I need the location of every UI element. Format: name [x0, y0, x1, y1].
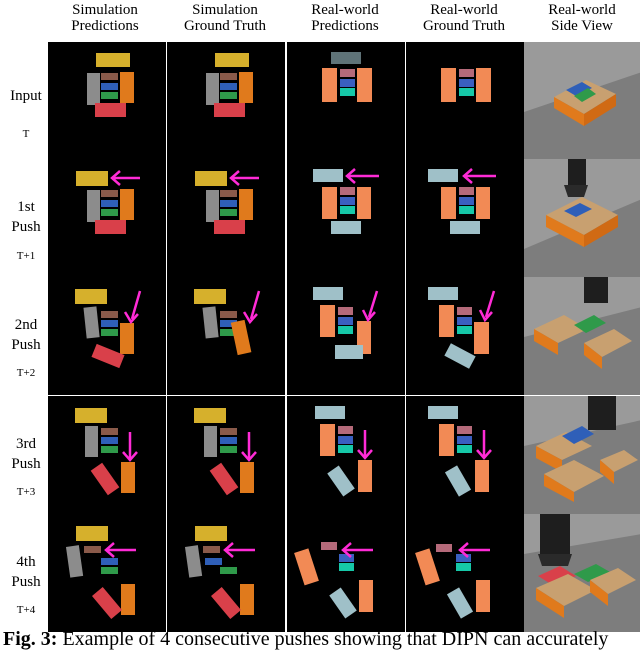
figure-caption: Fig. 3: Example of 4 consecutive pushes … [3, 628, 639, 650]
panel-push4-real-gt [406, 514, 524, 632]
caption-label: Fig. 3: [3, 628, 58, 650]
panel-push4-sim-pred [48, 514, 166, 632]
column-header-real-pred: Real-world Predictions [311, 2, 379, 34]
column-header-real-gt: Real-world Ground Truth [422, 2, 506, 34]
panel-input-real-pred [287, 42, 405, 160]
panel-push1-sim-gt [167, 159, 285, 277]
row-label-input: Input [10, 88, 42, 104]
row-label-push-3: 3rd Push [11, 436, 41, 472]
panel-input-side-view [524, 42, 640, 160]
panel-push4-sim-gt [167, 514, 285, 632]
panel-push2-side-view [524, 277, 640, 395]
row-label-push-2: 2nd Push [11, 317, 41, 353]
row-label-push-1: 1st Push [11, 199, 41, 235]
panel-push4-side-view [524, 514, 640, 632]
panel-push1-side-view [524, 159, 640, 277]
panel-push1-real-pred [287, 159, 405, 277]
column-header-sim-pred: Simulation Predictions [71, 2, 139, 34]
panel-push3-sim-pred [48, 396, 166, 514]
row-time-push-2: T+2 [16, 367, 36, 379]
column-header-sim-gt: Simulation Ground Truth [183, 2, 267, 34]
panel-input-sim-gt [167, 42, 285, 160]
panel-push3-side-view [524, 396, 640, 514]
panel-push3-real-pred [287, 396, 405, 514]
panel-push4-real-pred [287, 514, 405, 632]
row-label-push-4: 4th Push [11, 554, 41, 590]
row-time-push-3: T+3 [16, 486, 36, 498]
panel-push2-real-pred [287, 277, 405, 395]
panel-push2-sim-gt [167, 277, 285, 395]
panel-push2-sim-pred [48, 277, 166, 395]
column-header-side-view: Real-world Side View [548, 2, 616, 34]
panel-push2-real-gt [406, 277, 524, 395]
row-time-input: T [22, 128, 30, 140]
panel-push3-sim-gt [167, 396, 285, 514]
panel-input-sim-pred [48, 42, 166, 160]
row-time-push-4: T+4 [16, 604, 36, 616]
row-time-push-1: T+1 [16, 250, 36, 262]
panel-push1-sim-pred [48, 159, 166, 277]
panel-push1-real-gt [406, 159, 524, 277]
caption-text: Example of 4 consecutive pushes showing … [57, 628, 609, 650]
panel-input-real-gt [406, 42, 524, 160]
panel-push3-real-gt [406, 396, 524, 514]
